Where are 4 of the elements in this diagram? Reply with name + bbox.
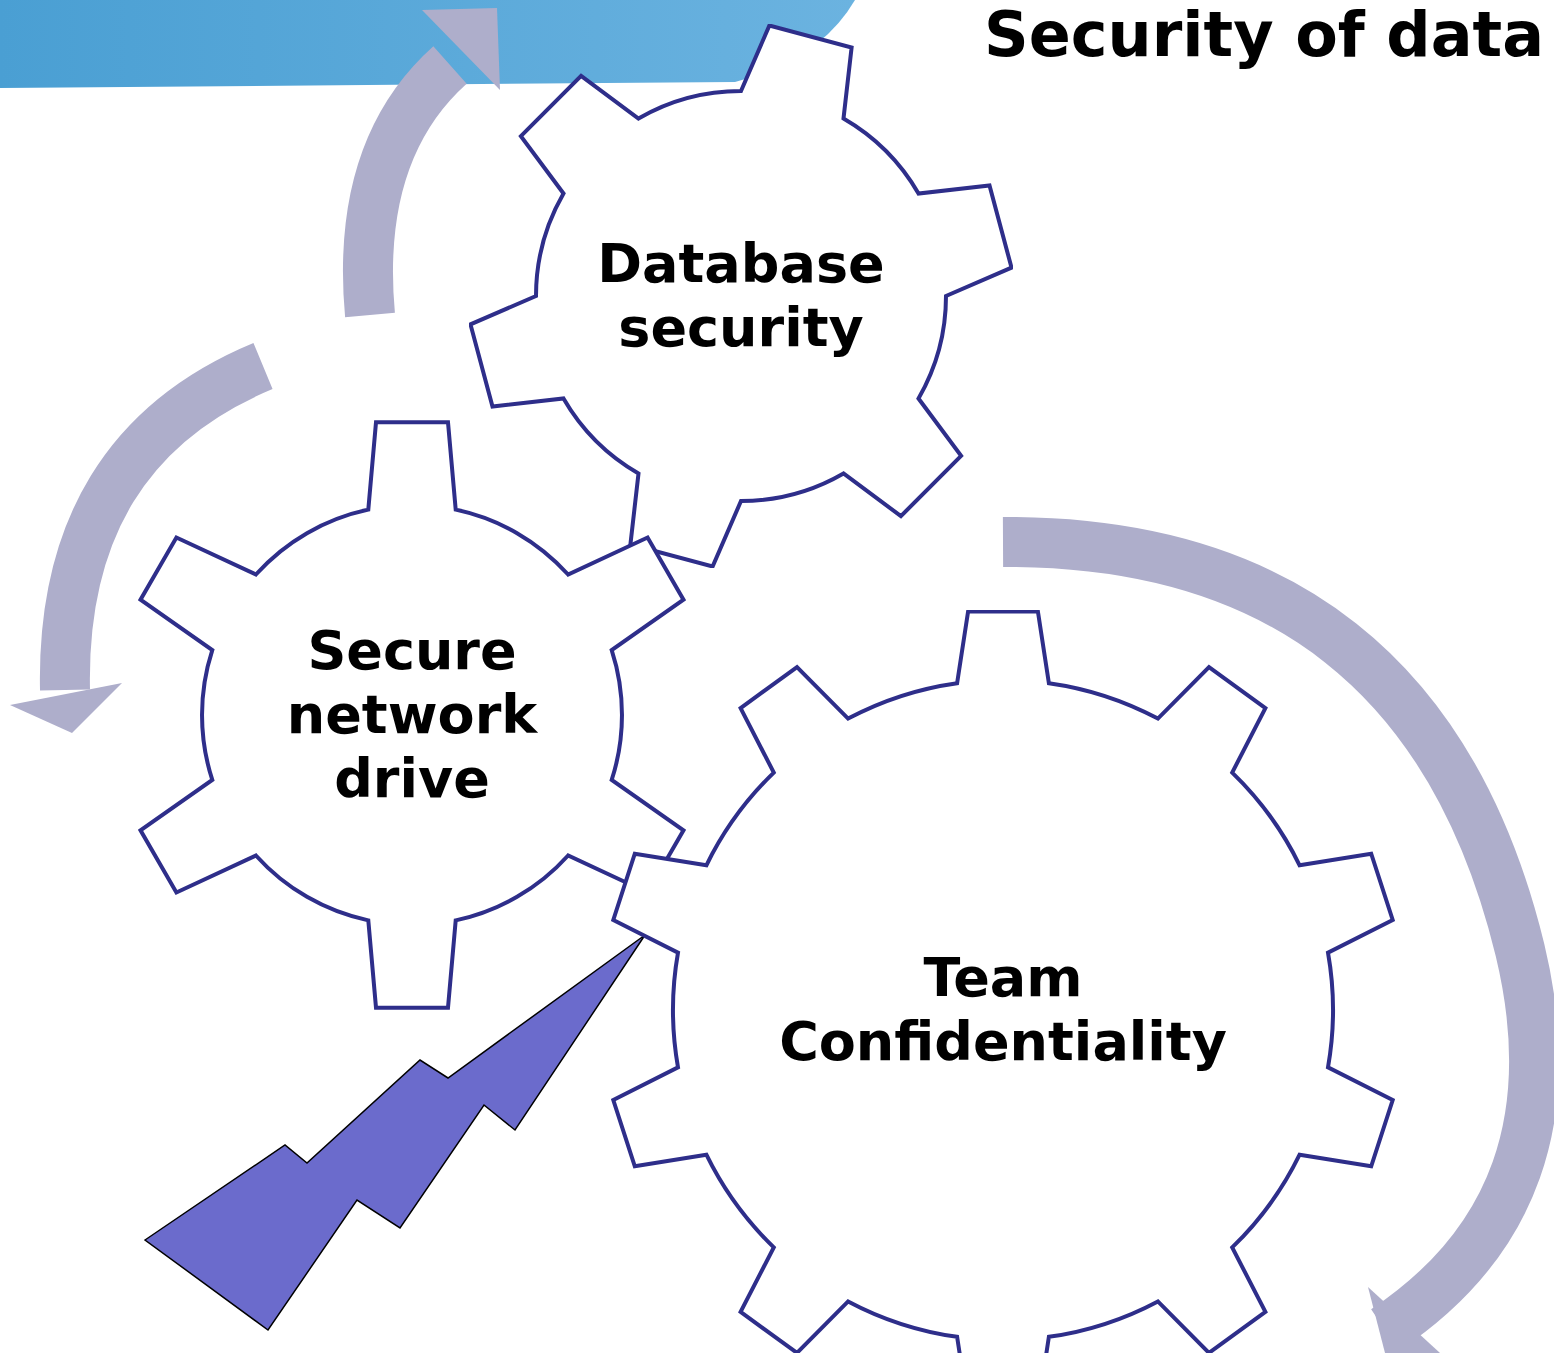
title: Security of data	[984, 0, 1544, 70]
gear-label: Database security	[596, 232, 886, 360]
gear-label: Team Confidentiality	[778, 946, 1228, 1074]
gear-label: Secure network drive	[285, 619, 539, 811]
